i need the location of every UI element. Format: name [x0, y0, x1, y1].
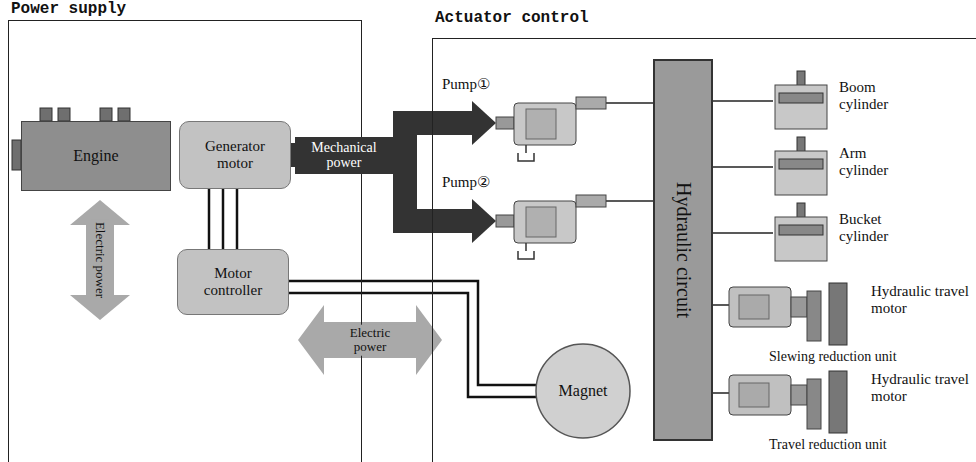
hydraulic-pump: Pump①	[496, 93, 606, 163]
component-box: Generator motor	[179, 121, 291, 189]
pump-label: Pump②	[442, 173, 490, 191]
engine-box: Engine	[21, 121, 171, 191]
hydraulic-line	[606, 201, 653, 202]
motor-symbol	[729, 371, 869, 435]
panel-heading: Actuator control	[435, 9, 589, 27]
box-label: Magnet	[559, 382, 608, 400]
block-label: Hydraulic circuit	[672, 182, 695, 318]
pump-symbol	[496, 93, 606, 163]
hydraulic-line	[713, 393, 729, 394]
flow-label: Electric power	[337, 325, 403, 356]
magnet-circle: Magnet	[535, 343, 631, 439]
hydraulic-line	[713, 167, 773, 168]
electric-wires	[289, 281, 536, 397]
box-label: Generator motor	[186, 138, 284, 173]
hydraulic-line	[713, 305, 729, 306]
travel-motor: Hydraulic travel motorSlewing reduction …	[729, 283, 975, 369]
hydraulic-cylinder: Arm cylinder	[773, 137, 953, 197]
panel-heading: Power supply	[11, 0, 126, 18]
cylinder-symbol	[773, 71, 833, 131]
hydraulic-line	[606, 103, 653, 104]
hydraulic-cylinder: Bucket cylinder	[773, 203, 953, 263]
hydraulic-cylinder: Boom cylinder	[773, 71, 953, 131]
component-box: Motor controller	[177, 249, 289, 315]
motor-symbol	[729, 283, 869, 347]
reduction-unit-label: Slewing reduction unit	[769, 349, 897, 365]
electric-wires	[209, 189, 237, 249]
power-arrow	[298, 305, 442, 375]
cylinder-label: Bucket cylinder	[839, 211, 919, 246]
hydraulic-line	[713, 101, 773, 102]
motor-label: Hydraulic travel motor	[871, 283, 973, 318]
hydraulic-pump: Pump②	[496, 191, 606, 261]
reduction-unit-label: Travel reduction unit	[769, 437, 887, 453]
box-label: Motor controller	[184, 265, 282, 300]
hydraulic-line	[713, 233, 773, 234]
cylinder-label: Boom cylinder	[839, 79, 919, 114]
power-arrow	[70, 200, 130, 320]
cylinder-symbol	[773, 203, 833, 263]
cylinder-label: Arm cylinder	[839, 145, 919, 180]
region-panel: Actuator controlPump①Pump②Hydraulic circ…	[432, 38, 976, 462]
box-label: Engine	[73, 147, 118, 165]
cylinder-symbol	[773, 137, 833, 197]
hydraulic-circuit-block: Hydraulic circuit	[653, 59, 713, 441]
travel-motor: Hydraulic travel motorTravel reduction u…	[729, 371, 975, 461]
pump-label: Pump①	[442, 75, 490, 93]
pump-symbol	[496, 191, 606, 261]
motor-label: Hydraulic travel motor	[871, 371, 973, 406]
edge-label: Mechanical power	[295, 137, 393, 174]
flow-label: Electric power	[91, 220, 109, 300]
region-panel: Power supplyEngineGenerator motorMotor c…	[8, 20, 362, 462]
